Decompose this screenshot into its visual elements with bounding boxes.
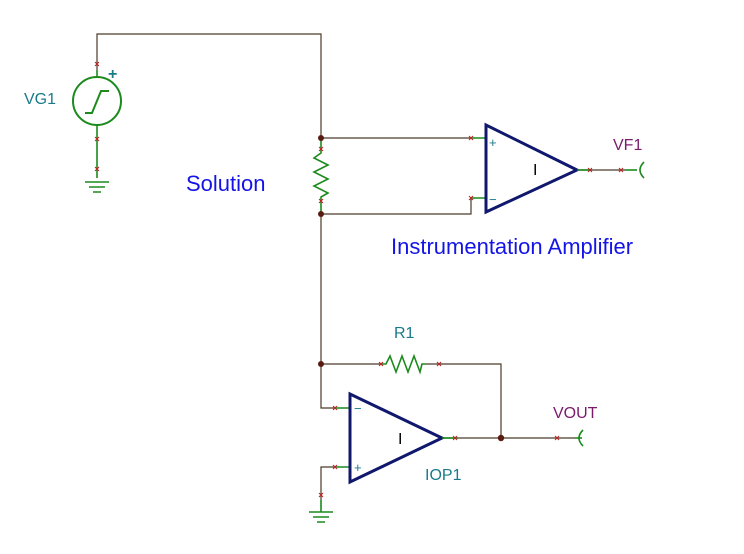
voltage-probe-vout[interactable]: VOUT xyxy=(553,405,598,447)
wire-solution-to-opamp-minus xyxy=(320,214,335,409)
ground-icon xyxy=(85,181,109,193)
instrumentation-amplifier[interactable]: + − I Instrumentation Amplifier xyxy=(391,122,633,259)
opamp-triangle xyxy=(348,391,446,485)
source-polarity: + xyxy=(108,66,117,83)
step-waveform-icon xyxy=(85,90,109,114)
vout-label: VOUT xyxy=(553,405,598,422)
opamp-input-leads xyxy=(335,407,350,468)
solution-resistor[interactable]: Solution xyxy=(186,138,330,214)
ground-icon xyxy=(309,500,333,523)
inamp-minus-sign: − xyxy=(489,192,497,207)
solution-label: Solution xyxy=(186,171,266,196)
inamp-input-leads xyxy=(471,137,486,199)
pin-markers xyxy=(94,61,624,498)
opamp-plus-sign: + xyxy=(354,460,362,475)
vf1-label: VF1 xyxy=(613,137,642,154)
junction-dots xyxy=(318,135,505,442)
inamp-label: Instrumentation Amplifier xyxy=(391,234,633,259)
r1-label: R1 xyxy=(394,325,415,342)
junction-dot xyxy=(318,211,324,217)
wire-source-to-solution xyxy=(96,33,322,138)
wires xyxy=(96,33,625,500)
inamp-triangle xyxy=(484,122,581,215)
inamp-plus-sign: + xyxy=(489,135,497,150)
inamp-symbol: I xyxy=(533,162,537,179)
junction-dot xyxy=(497,434,505,442)
voltage-source-vg1[interactable]: + VG1 xyxy=(24,66,122,178)
source-label: VG1 xyxy=(24,91,56,108)
opamp-minus-sign: − xyxy=(354,401,362,416)
opamp-label: IOP1 xyxy=(425,467,462,484)
opamp-iop1[interactable]: − + I IOP1 xyxy=(335,391,462,485)
junction-dot xyxy=(318,135,324,141)
wire-to-inamp-minus xyxy=(321,198,472,215)
wire-opamp-plus-ground xyxy=(320,466,335,500)
probe-arc-icon xyxy=(639,161,645,179)
voltage-probe-vf1[interactable]: VF1 xyxy=(613,137,645,179)
wire-r1-right xyxy=(425,363,502,438)
zigzag-resistor-icon xyxy=(312,138,330,214)
opamp-symbol: I xyxy=(398,431,402,448)
junction-dot xyxy=(318,361,324,367)
zigzag-resistor-icon xyxy=(382,353,425,375)
feedback-resistor-r1[interactable]: R1 xyxy=(382,325,425,375)
probe-arc-icon xyxy=(578,429,584,447)
